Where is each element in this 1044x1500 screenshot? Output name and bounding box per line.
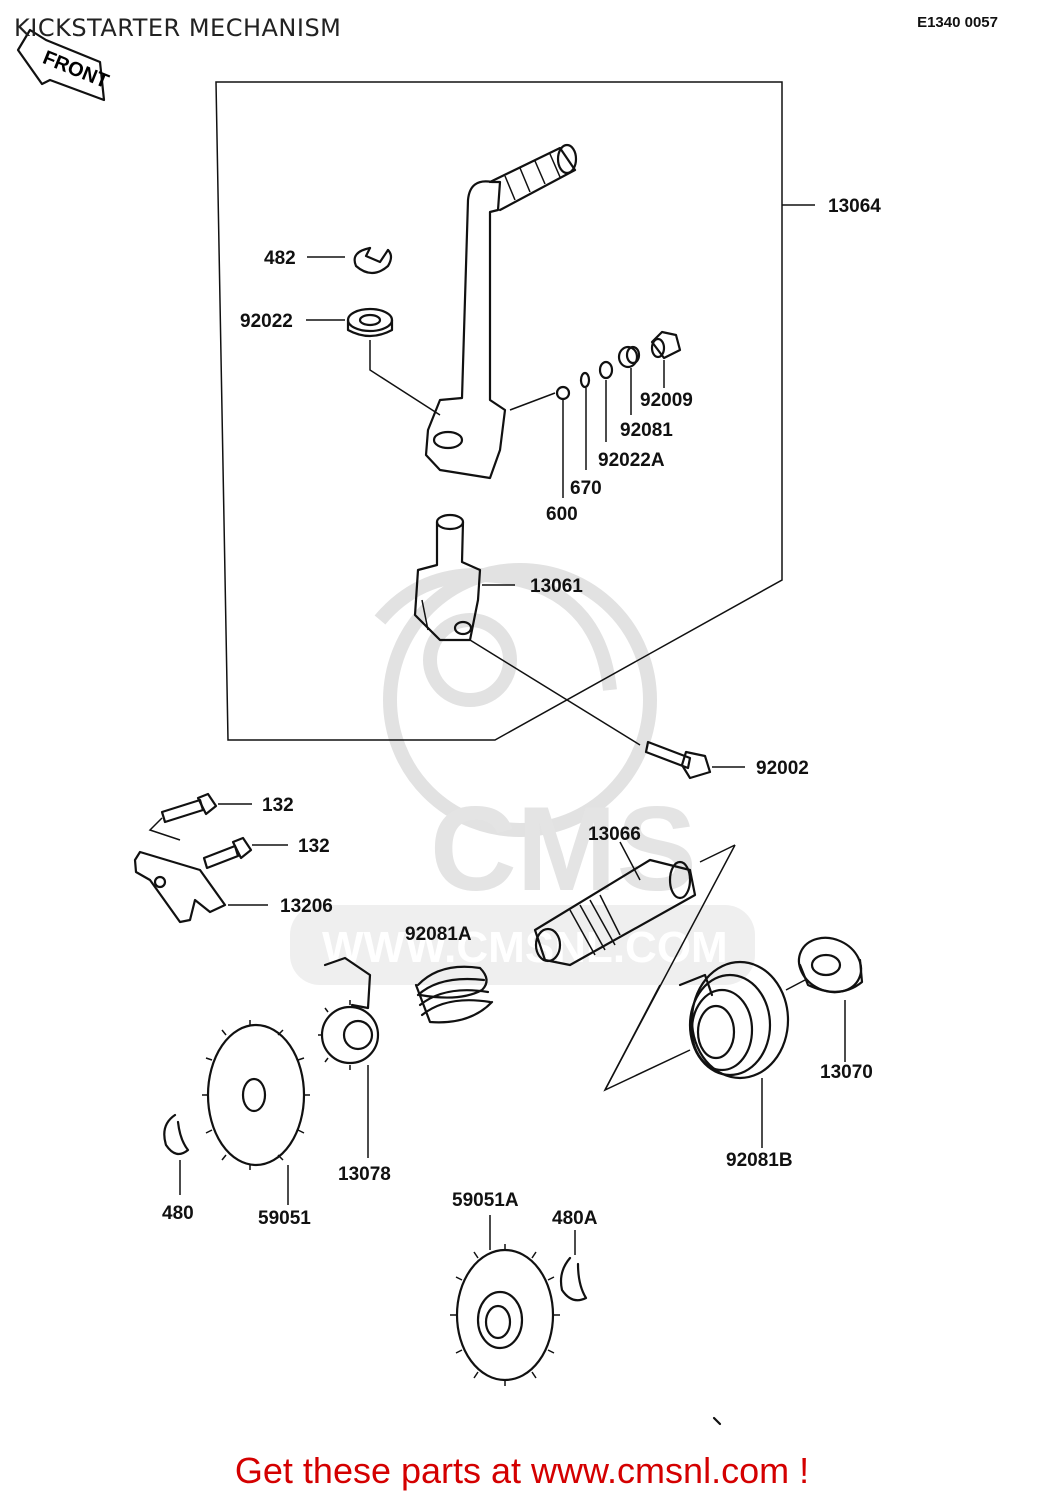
pedal-shaft-13061 — [413, 513, 641, 746]
footer-link[interactable]: Get these parts at www.cmsnl.com ! — [234, 1450, 810, 1491]
label-13206[interactable]: 13206 — [280, 896, 333, 917]
part-labels: 13064 482 92022 92009 92081 92022A 670 6… — [162, 196, 881, 1229]
label-132-lower[interactable]: 132 — [298, 836, 330, 857]
detent-ball-600 — [509, 385, 571, 498]
cms-watermark: CMS WWW.CMSNL.COM — [290, 563, 755, 985]
assembly-boundary-13064 — [215, 81, 815, 741]
circlip-480 — [163, 1113, 190, 1195]
label-59051[interactable]: 59051 — [258, 1208, 311, 1229]
label-59051a[interactable]: 59051A — [452, 1190, 519, 1211]
washer-92022a — [598, 360, 614, 442]
label-92081a[interactable]: 92081A — [405, 924, 472, 945]
diagram-code: E1340 0057 — [917, 14, 998, 31]
spring-92081 — [617, 345, 641, 415]
watermark-url: WWW.CMSNL.COM — [322, 923, 728, 972]
label-13061[interactable]: 13061 — [530, 576, 583, 597]
bolt-132-upper — [148, 792, 252, 841]
label-482[interactable]: 482 — [264, 248, 296, 269]
ratchet-13078 — [318, 956, 380, 1158]
label-13078[interactable]: 13078 — [338, 1164, 391, 1185]
label-92081b[interactable]: 92081B — [726, 1150, 793, 1171]
front-label: FRONT — [40, 47, 112, 93]
plug-92009 — [650, 330, 682, 388]
label-600[interactable]: 600 — [546, 504, 578, 525]
watermark-brand: CMS — [430, 782, 697, 916]
stopper-plate-13206 — [133, 850, 268, 924]
label-92022[interactable]: 92022 — [240, 311, 293, 332]
label-480[interactable]: 480 — [162, 1203, 194, 1224]
label-92002[interactable]: 92002 — [756, 758, 809, 779]
label-13070[interactable]: 13070 — [820, 1062, 873, 1083]
washer-92022 — [346, 307, 441, 416]
label-132-upper[interactable]: 132 — [262, 795, 294, 816]
label-13066[interactable]: 13066 — [588, 824, 641, 845]
bolt-92002 — [644, 740, 745, 780]
label-480a[interactable]: 480A — [552, 1208, 598, 1229]
gear-59051 — [202, 1020, 310, 1205]
spring-670 — [579, 371, 591, 470]
kick-pedal-arm — [424, 143, 578, 480]
ink-speck — [712, 1416, 722, 1426]
label-92009[interactable]: 92009 — [640, 390, 693, 411]
label-670[interactable]: 670 — [570, 478, 602, 499]
label-92022a[interactable]: 92022A — [598, 450, 665, 471]
label-92081[interactable]: 92081 — [620, 420, 673, 441]
circlip-482 — [353, 246, 393, 275]
guide-13070 — [785, 936, 864, 1062]
bolt-132-lower — [202, 836, 288, 870]
label-13064[interactable]: 13064 — [828, 196, 881, 217]
spring-92081a — [414, 965, 494, 1024]
page-title: KICKSTARTER MECHANISM — [14, 14, 342, 42]
gear-59051a — [450, 1215, 560, 1386]
spring-92081b — [678, 960, 790, 1148]
kick-shaft-13066 — [533, 841, 736, 1092]
circlip-480a — [559, 1230, 588, 1302]
